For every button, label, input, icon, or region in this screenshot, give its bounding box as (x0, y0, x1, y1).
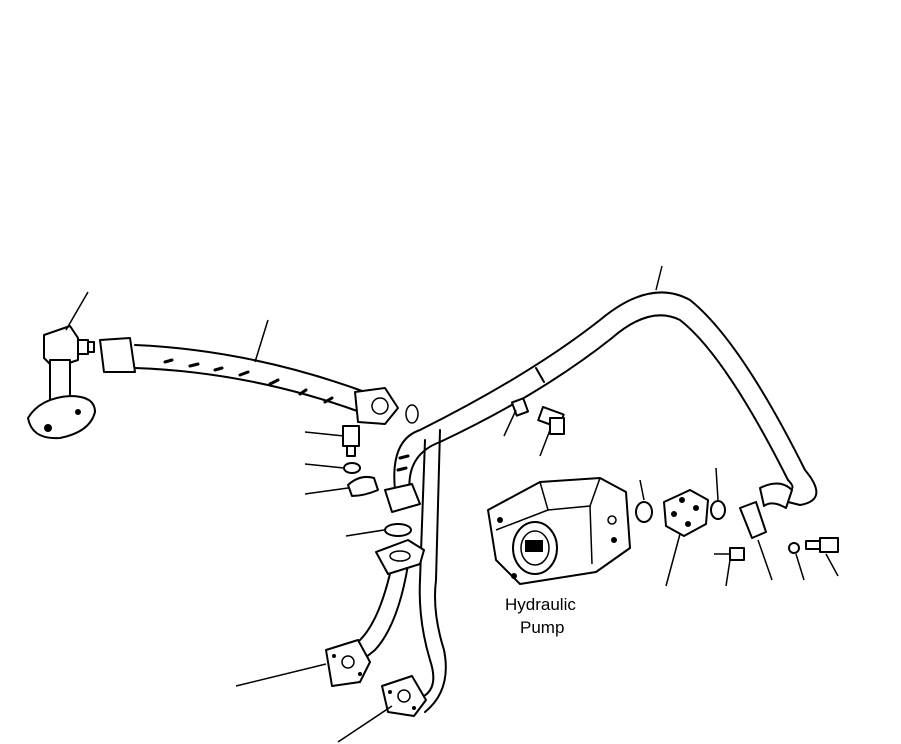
lower-tube (344, 429, 447, 713)
leader-line (503, 409, 517, 437)
leader-line (795, 553, 805, 581)
leader-line (655, 265, 663, 291)
bolt-lower-right (714, 547, 745, 561)
leader-line (725, 559, 731, 587)
leader-line (304, 487, 349, 495)
leader-line (304, 431, 345, 437)
left-elbow-fitting (27, 325, 96, 440)
leader-line (639, 479, 645, 501)
leader-line (65, 291, 89, 331)
pump-caption-line2: Pump (520, 618, 564, 637)
bolt-far-right (805, 537, 839, 553)
leader-line (345, 529, 385, 537)
split-flange (663, 489, 709, 537)
fitting-stack-left (342, 425, 379, 497)
leader-line (254, 319, 269, 363)
leader-line (715, 467, 719, 501)
leader-line (337, 705, 393, 743)
leader-line (757, 539, 773, 581)
o-ring-left (635, 501, 653, 523)
upper-hose (99, 337, 419, 425)
lower-flange-right (381, 675, 427, 717)
hydraulic-pump (487, 477, 631, 585)
bolt-upper (537, 406, 565, 435)
lower-flange-left (325, 639, 371, 687)
leader-line (539, 429, 551, 457)
elbow-fitting-right (739, 482, 793, 539)
leader-line (665, 533, 681, 587)
leader-line (825, 553, 839, 577)
leader-line (304, 463, 345, 469)
o-ring-right (710, 500, 726, 520)
leader-line (235, 663, 327, 687)
washer-right (788, 542, 800, 554)
pump-caption-line1: Hydraulic (505, 595, 576, 614)
